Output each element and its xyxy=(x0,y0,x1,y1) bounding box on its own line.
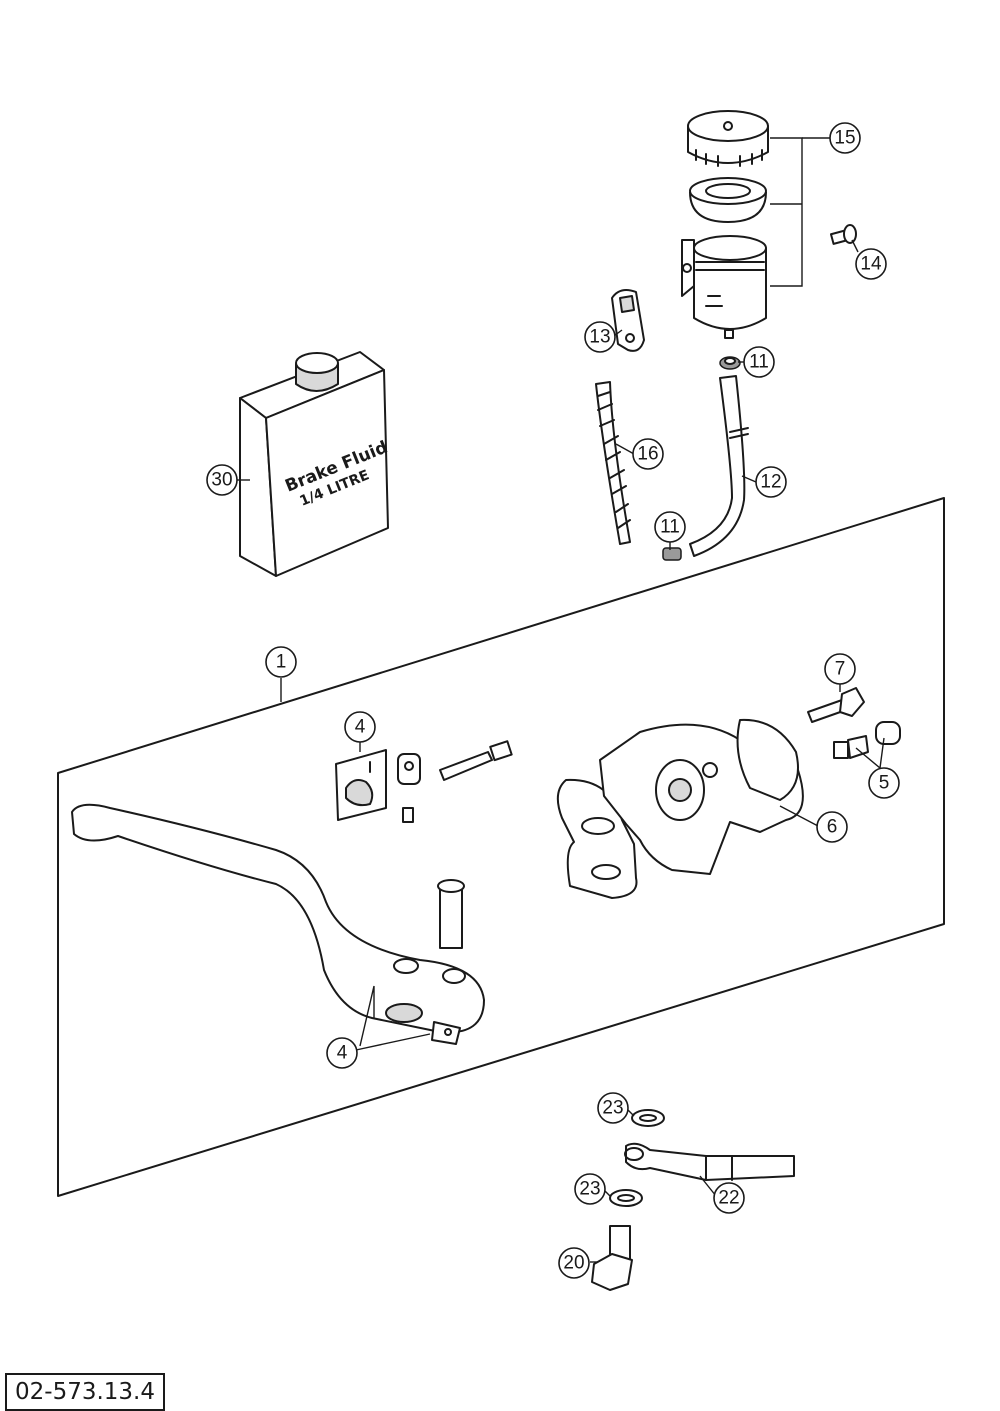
svg-text:16: 16 xyxy=(637,444,658,465)
callout-16: 16 xyxy=(632,438,664,470)
callout-22: 22 xyxy=(713,1182,745,1214)
callout-1: 1 xyxy=(265,646,297,678)
assembly-frame xyxy=(57,497,945,1197)
svg-text:5: 5 xyxy=(879,773,890,794)
svg-text:11: 11 xyxy=(660,517,680,538)
spiral-protector xyxy=(595,381,631,545)
master-cylinder xyxy=(556,718,804,899)
callout-23-top: 23 xyxy=(597,1092,629,1124)
hand-lever xyxy=(71,803,485,1034)
svg-text:22: 22 xyxy=(718,1188,739,1209)
hose-clamp-bottom xyxy=(662,547,682,561)
sealing-ring-top xyxy=(631,1109,665,1127)
svg-text:20: 20 xyxy=(563,1253,584,1274)
bleed-valve xyxy=(833,721,901,759)
callout-11-bottom: 11 xyxy=(654,511,686,543)
callout-5: 5 xyxy=(868,767,900,799)
callout-14: 14 xyxy=(855,248,887,280)
callout-6: 6 xyxy=(816,811,848,843)
callout-30: 30 xyxy=(206,464,238,496)
brake-fluid-can: Brake Fluid 1/4 LITRE xyxy=(239,351,391,577)
svg-text:6: 6 xyxy=(827,817,838,838)
svg-text:4: 4 xyxy=(337,1043,348,1064)
reservoir-cap xyxy=(687,110,769,167)
reservoir-screw xyxy=(829,224,857,245)
svg-text:13: 13 xyxy=(589,327,610,348)
lever-pivot-pin xyxy=(437,879,465,949)
reservoir-hose xyxy=(689,375,749,557)
hose-clamp-top xyxy=(719,356,741,370)
svg-text:12: 12 xyxy=(760,472,781,493)
banjo-bolt xyxy=(591,1225,633,1291)
callout-23-bottom: 23 xyxy=(574,1173,606,1205)
callout-4-lever: 4 xyxy=(326,1037,358,1069)
svg-text:23: 23 xyxy=(602,1098,623,1119)
callout-7: 7 xyxy=(824,653,856,685)
callout-11-top: 11 xyxy=(743,346,775,378)
brake-line xyxy=(624,1142,795,1181)
callout-20: 20 xyxy=(558,1247,590,1279)
adjuster-kit xyxy=(335,740,513,823)
svg-text:23: 23 xyxy=(579,1179,600,1200)
svg-text:4: 4 xyxy=(355,717,366,738)
fluid-reservoir xyxy=(681,235,767,339)
lever-clip xyxy=(431,1021,461,1045)
leader-lines xyxy=(236,137,885,1263)
svg-text:7: 7 xyxy=(835,659,846,680)
mounting-screw xyxy=(807,687,865,723)
drawing-number: 02-573.13.4 xyxy=(5,1373,165,1411)
svg-text:11: 11 xyxy=(749,352,769,373)
callout-15: 15 xyxy=(829,122,861,154)
callout-12: 12 xyxy=(755,466,787,498)
svg-text:30: 30 xyxy=(211,470,232,491)
reservoir-diaphragm xyxy=(689,177,767,223)
svg-text:1: 1 xyxy=(276,652,287,673)
callout-13: 13 xyxy=(584,321,616,353)
reservoir-bracket xyxy=(611,289,645,352)
svg-text:15: 15 xyxy=(834,128,855,149)
svg-text:14: 14 xyxy=(860,254,882,275)
sealing-ring-bottom xyxy=(609,1189,643,1207)
callout-4-adjuster: 4 xyxy=(344,711,376,743)
